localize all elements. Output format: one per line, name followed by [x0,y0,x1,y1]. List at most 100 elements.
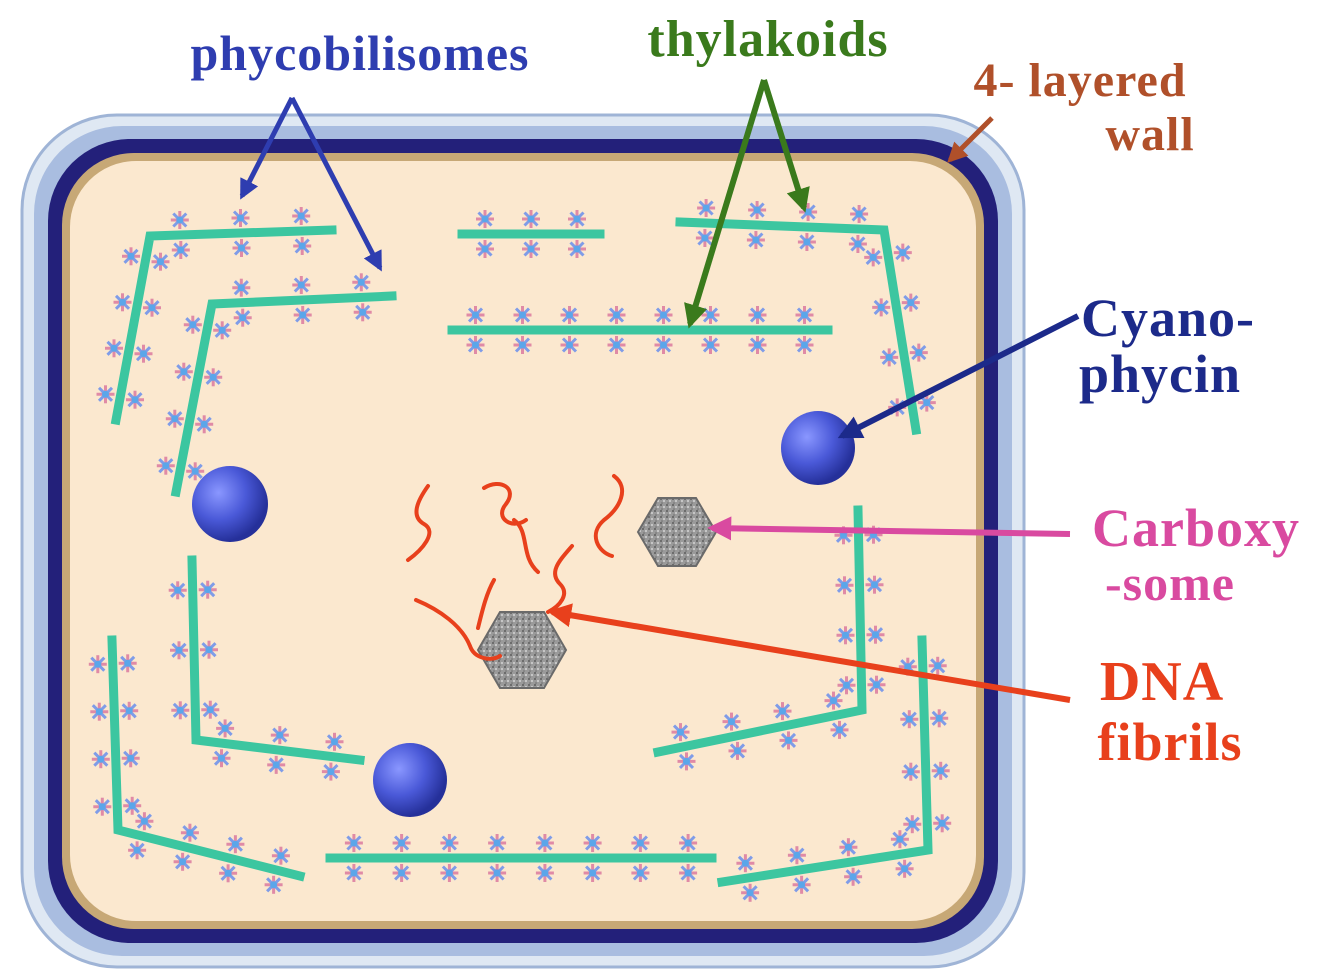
phycobilisome-particle [749,306,767,324]
phycobilisome-particle [568,240,586,258]
phycobilisome-particle [175,363,193,381]
phycobilisome-particle [788,846,806,864]
label-cyanophycin-line2: phycin [1079,344,1241,404]
phycobilisome-particle [135,812,153,830]
phycobilisome-particle [697,199,715,217]
phycobilisome-particle [932,762,950,780]
phycobilisome-particle [294,306,312,324]
phycobilisome-particle [793,876,811,894]
phycobilisome-particle [930,709,948,727]
label-carboxysome-line1: Carboxy [1092,498,1300,558]
phycobilisome-particle [199,581,217,599]
phycobilisome-particle [933,814,951,832]
phycobilisome-particle [174,853,192,871]
phycobilisome-particle [345,864,363,882]
phycobilisome-particle [322,763,340,781]
phycobilisome-particle [867,626,885,644]
phycobilisome-particle [232,279,250,297]
phycobilisome-particle [849,235,867,253]
phycobilisome-particle [872,298,890,316]
phycobilisome-particle [891,830,909,848]
phycobilisome-particle [568,210,586,228]
phycobilisome-particle [226,835,244,853]
phycobilisome-particle [123,797,141,815]
phycobilisome-particle [152,253,170,271]
phycobilisome-particle [234,309,252,327]
phycobilisome-particle [169,581,187,599]
phycobilisome-particle [488,834,506,852]
phycobilisome-particle [122,247,140,265]
phycobilisome-particle [128,841,146,859]
phycobilisome-particle [467,336,485,354]
phycobilisome-particle [774,702,792,720]
phycobilisome-particle [200,641,218,659]
phycobilisome-particle [702,336,720,354]
phycobilisome-particle [584,864,602,882]
phycobilisome-particle [216,719,234,737]
phycobilisome-particle [171,701,189,719]
phycobilisome-particle [393,834,411,852]
phycobilisome-particle [796,306,814,324]
phycobilisome-particle [90,703,108,721]
phycobilisome-particle [201,701,219,719]
phycobilisome-particle [170,641,188,659]
label-wall-line1: 4- layered [973,54,1186,107]
cyanophycin-granule [192,466,268,542]
phycobilisome-particle [233,239,251,257]
phycobilisome-particle [271,726,289,744]
phycobilisome-particle [748,201,766,219]
phycobilisome-particle [213,321,231,339]
phycobilisome-particle [265,876,283,894]
phycobilisome-particle [880,348,898,366]
phycobilisome-particle [902,763,920,781]
phycobilisome-particle [678,752,696,770]
phycobilisome-particle [267,756,285,774]
phycobilisome-particle [171,211,189,229]
phycobilisome-particle [352,273,370,291]
phycobilisome-particle [839,838,857,856]
phycobilisome-particle [92,750,110,768]
phycobilisome-particle [186,462,204,480]
phycobilisome-particle [741,884,759,902]
label-cyanophycin-line1: Cyano- [1081,288,1255,348]
phycobilisome-particle [864,248,882,266]
phycobilisome-particle [836,576,854,594]
label-phycobilisomes: phycobilisomes [190,25,529,81]
phycobilisome-particle [166,410,184,428]
phycobilisome-particle [181,824,199,842]
label-wall-line2: wall [1105,108,1194,161]
phycobilisome-particle [195,415,213,433]
phycobilisome-particle [440,864,458,882]
phycobilisome-particle [672,723,690,741]
phycobilisome-particle [910,344,928,362]
phycobilisome-particle [440,834,458,852]
phycobilisome-particle [631,864,649,882]
phycobilisome-particle [825,692,843,710]
phycobilisome-particle [900,710,918,728]
phycobilisome-particle [126,391,144,409]
phycobilisome-particle [838,676,856,694]
phycobilisome-particle [232,209,250,227]
phycobilisome-particle [488,864,506,882]
phycobilisome-particle [844,868,862,886]
phycobilisome-particle [292,276,310,294]
phycobilisome-particle [345,834,363,852]
phycobilisome-particle [868,676,886,694]
phycobilisome-particle [326,733,344,751]
phycobilisome-particle [135,345,153,363]
phycobilisome-particle [780,731,798,749]
phycobilisome-particle [522,210,540,228]
phycobilisome-particle [561,306,579,324]
phycobilisome-particle [354,303,372,321]
phycobilisome-particle [631,834,649,852]
label-carboxysome-line2: -some [1105,555,1235,611]
phycobilisome-particle [292,207,310,225]
cyanophycin-granule [373,743,447,817]
label-dna-line1: DNA [1100,651,1224,713]
phycobilisome-particle [467,306,485,324]
phycobilisome-particle [729,742,747,760]
phycobilisome-particle [902,294,920,312]
phycobilisome-particle [655,336,673,354]
phycobilisome-particle [929,657,947,675]
